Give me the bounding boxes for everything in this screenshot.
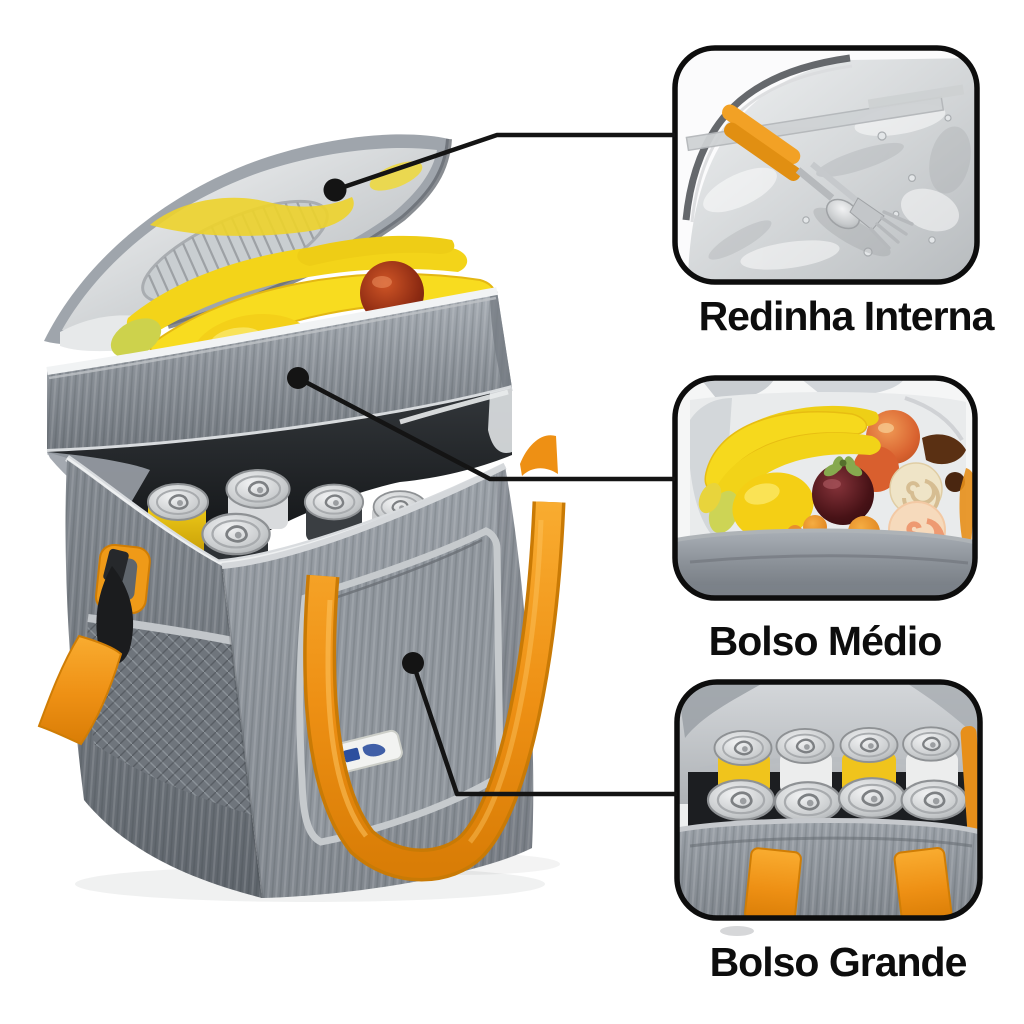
green-banana-tip (110, 318, 162, 358)
cooler-bag (37, 134, 566, 899)
front-panel (220, 435, 566, 899)
carry-handles (303, 435, 566, 882)
shoulder-strap (37, 634, 123, 746)
handle-straps (744, 847, 953, 918)
banana-icon (698, 405, 881, 534)
leader-line-bolso-medio (296, 376, 675, 482)
leader-line-redinha (334, 132, 675, 193)
callout-dot-bolso-grande (402, 652, 424, 674)
callout-card-bolso-medio (672, 375, 978, 601)
brand-patch (332, 729, 403, 774)
callout-leader-lines (296, 132, 677, 797)
mesh-side-pocket (87, 614, 256, 816)
callout-label-bolso-grande: Bolso Grande (709, 939, 968, 985)
strap-buckle (96, 566, 134, 665)
cans-grid (706, 726, 968, 824)
callout-label-redinha-interna: Redinha Interna (698, 293, 995, 339)
mangosteen (812, 456, 874, 525)
left-side-panel (37, 460, 262, 898)
callout-card-bolso-grande (674, 679, 983, 921)
water-droplets (756, 114, 952, 257)
fork-and-spoon-icon (722, 104, 914, 250)
lid-banana-reflection (150, 197, 354, 236)
callout-card-redinha (672, 45, 980, 285)
callout-dots (287, 178, 424, 674)
callout-label-bolso-medio: Bolso Médio (708, 618, 943, 664)
leader-line-bolso-grande (410, 662, 677, 797)
callout-dot-redinha (323, 178, 347, 202)
callout-dot-bolso-medio (287, 367, 309, 389)
